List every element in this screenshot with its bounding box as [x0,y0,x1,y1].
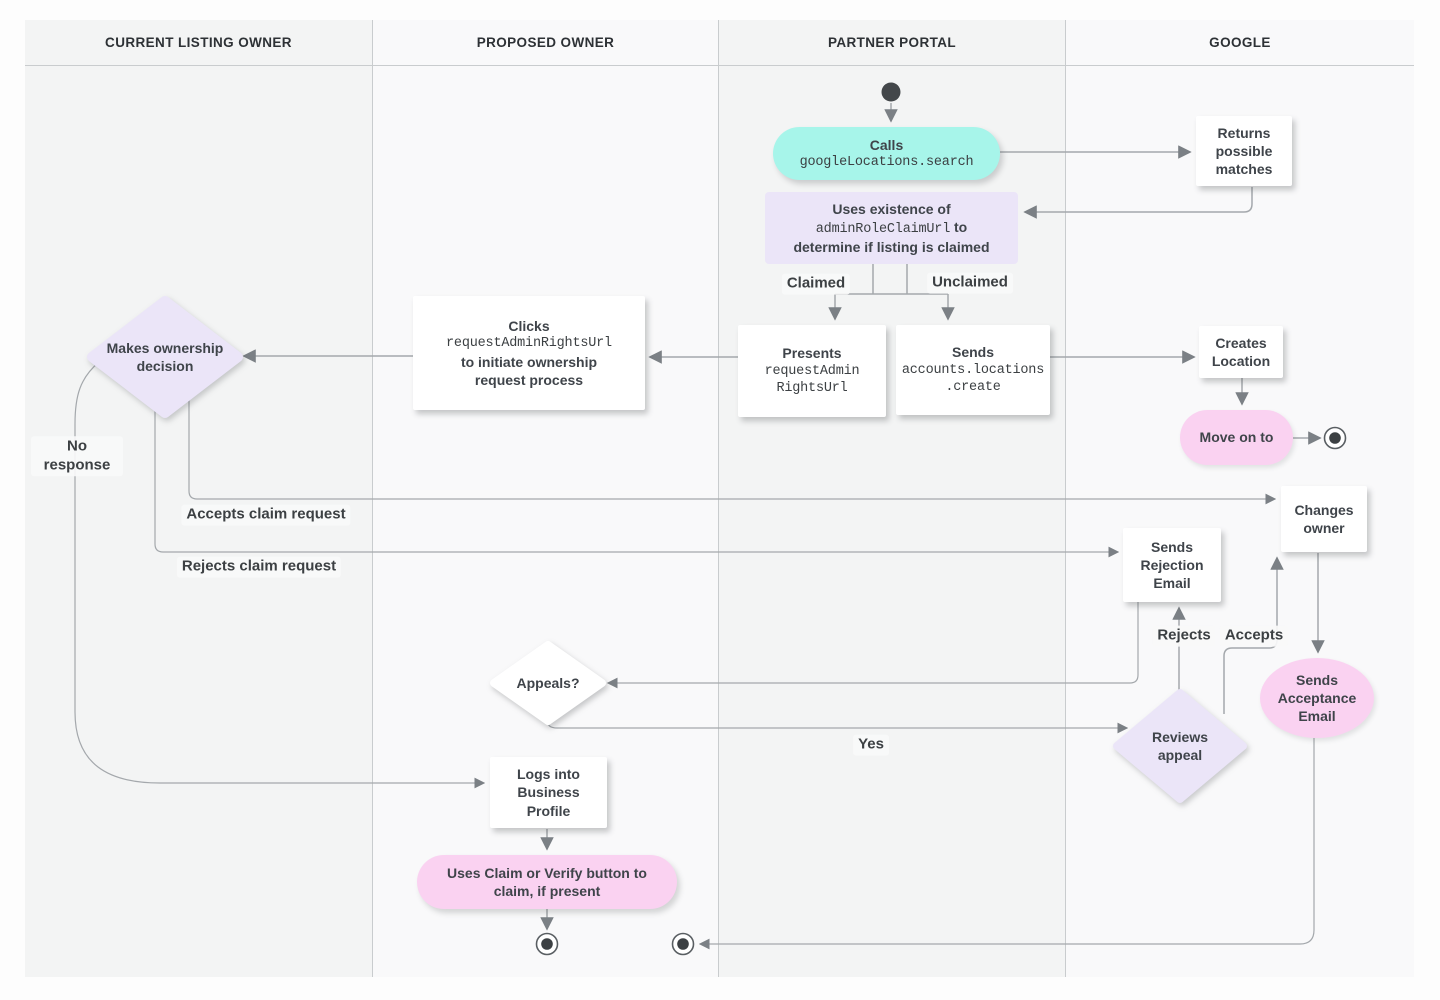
code-requestadmin: requestAdmin [764,363,860,379]
node-line: Uses existence of [832,200,951,217]
edge-label-accepts: Accepts [1219,625,1289,647]
lane-title: CURRENT LISTING OWNER [105,35,292,50]
node-calls-googlelocations-search: Calls googleLocations.search [773,127,1000,180]
node-text: Sends Acceptance Email [1277,671,1357,725]
node-text: Move on to [1199,429,1274,446]
node-move-on-to: Move on to [1180,410,1293,465]
node-creates-location: Creates Location [1199,326,1283,378]
node-sends-rejection-email: Sends Rejection Email [1123,528,1221,602]
node-title: Clicks [508,317,550,334]
node-text: Creates Location [1211,334,1271,369]
lane-header-current-listing-owner: CURRENT LISTING OWNER [25,20,373,66]
code-accounts-locations: accounts.locations [901,362,1045,378]
lane-proposed-owner [373,66,719,977]
edge-label-accepts-claim-request: Accepts claim request [181,504,351,526]
decision-makes-ownership-decision-label: Makes ownership decision [106,339,224,374]
code-create: .create [945,380,1001,396]
decision-reviews-appeal-label: Reviews appeal [1151,728,1209,763]
node-text: Returns possible matches [1215,124,1273,178]
node-title: Presents [782,345,842,362]
decision-appeals-label: Appeals? [516,674,580,691]
node-logs-into-business-profile: Logs into Business Profile [490,757,607,828]
edge-label-yes: Yes [853,734,889,756]
node-line: adminRoleClaimUrl to [816,218,967,239]
code-googlelocations-search: googleLocations.search [799,154,974,170]
node-line-suffix: to [950,218,968,235]
node-title: Sends [951,344,994,361]
code-adminroleclaimurl: adminRoleClaimUrl [815,221,951,237]
node-line: to initiate ownership [460,353,598,370]
node-uses-existence-adminroleclaimurl: Uses existence of adminRoleClaimUrl to d… [765,192,1018,264]
lane-header-partner-portal: PARTNER PORTAL [719,20,1066,66]
edge-label-unclaimed: Unclaimed [927,272,1013,294]
lane-title: PROPOSED OWNER [476,35,615,50]
node-text: Uses Claim or Verify button to claim, if… [447,864,647,899]
edge-label-claimed: Claimed [781,273,851,295]
edge-label-rejects: Rejects [1152,625,1216,647]
node-title: Calls [869,136,904,153]
node-clicks-requestadminrightsurl: Clicks requestAdminRightsUrl to initiate… [413,296,645,410]
node-changes-owner: Changes owner [1281,486,1367,552]
node-line: determine if listing is claimed [793,239,990,256]
code-rightsurl: RightsUrl [776,381,848,397]
lane-title: GOOGLE [1209,35,1271,50]
node-text: Logs into Business Profile [517,766,580,819]
node-text: Sends Rejection Email [1140,538,1204,592]
node-text: Changes owner [1294,501,1354,536]
edge-label-rejects-claim-request: Rejects claim request [176,556,342,578]
node-presents-requestadminrightsurl: Presents requestAdmin RightsUrl [738,325,886,417]
lane-title: PARTNER PORTAL [827,35,957,50]
lane-header-google: GOOGLE [1066,20,1414,66]
node-sends-accounts-locations-create: Sends accounts.locations .create [896,325,1050,415]
node-uses-claim-or-verify: Uses Claim or Verify button to claim, if… [417,855,677,909]
node-sends-acceptance-email: Sends Acceptance Email [1260,658,1374,738]
code-requestadminrightsurl: requestAdminRightsUrl [446,336,612,352]
node-returns-possible-matches: Returns possible matches [1196,116,1292,186]
edge-label-no-response: No response [31,436,123,476]
lane-header-proposed-owner: PROPOSED OWNER [373,20,719,66]
node-line: request process [474,371,584,388]
